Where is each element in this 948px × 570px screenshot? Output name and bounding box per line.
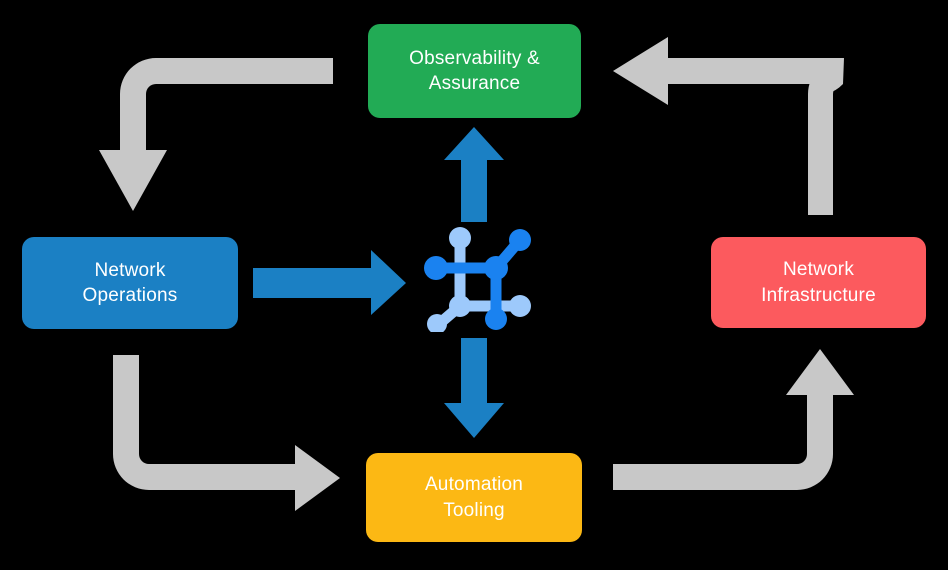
blue-arrow-operations-to-center	[253, 250, 406, 315]
node-observability-line2: Assurance	[428, 73, 521, 94]
node-network-infrastructure-line2: Infrastructure	[761, 284, 876, 306]
node-network-operations-label: Network Operations	[83, 258, 178, 308]
gray-arrow-infrastructure-to-observability-head	[613, 37, 843, 105]
node-automation-tooling-line2: Tooling	[443, 499, 505, 521]
node-network-infrastructure-line1: Network	[782, 259, 855, 281]
blue-arrow-center-to-observability	[444, 127, 504, 222]
node-automation-tooling[interactable]: Automation Tooling	[366, 453, 582, 542]
node-network-infrastructure[interactable]: Network Infrastructure	[711, 237, 926, 328]
blue-arrow-center-to-automation	[444, 338, 504, 438]
gray-arrow-infrastructure-to-observability	[808, 58, 844, 215]
gray-arrow-automation-to-infrastructure	[613, 349, 854, 490]
node-network-operations[interactable]: Network Operations	[22, 237, 238, 329]
network-topology-icon	[424, 227, 531, 332]
node-automation-tooling-label: Automation Tooling	[425, 472, 523, 522]
node-network-operations-line1: Network	[94, 259, 166, 281]
node-observability-line1: Observability &	[409, 47, 540, 69]
node-observability-assurance[interactable]: Observability & Assurance	[368, 24, 581, 118]
node-automation-tooling-line1: Automation	[424, 474, 524, 496]
node-network-infrastructure-label: Network Infrastructure	[761, 257, 876, 307]
node-network-operations-line2: Operations	[82, 285, 178, 306]
gray-arrow-operations-to-automation	[113, 355, 340, 511]
node-observability-label: Observability & Assurance	[409, 46, 540, 96]
gray-arrow-observability-to-operations	[99, 58, 333, 211]
